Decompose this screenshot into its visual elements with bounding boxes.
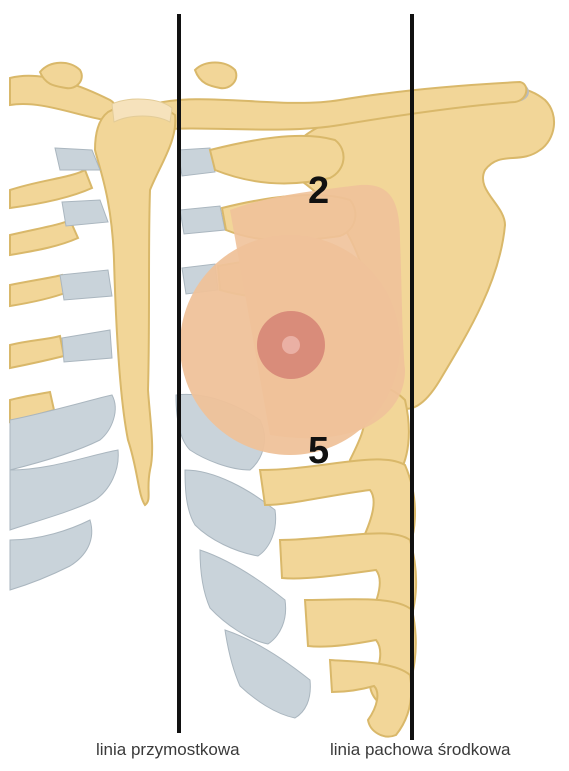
sternum <box>95 105 175 505</box>
left-ribs <box>10 148 118 590</box>
clavicle-head-right <box>195 63 236 89</box>
midaxillary-line-caption: linia pachowa środkowa <box>330 740 511 760</box>
rib-label-2: 2 <box>308 170 329 212</box>
rib-label-5: 5 <box>308 430 329 472</box>
parasternal-line-caption: linia przymostkowa <box>96 740 240 760</box>
nipple <box>282 336 300 354</box>
